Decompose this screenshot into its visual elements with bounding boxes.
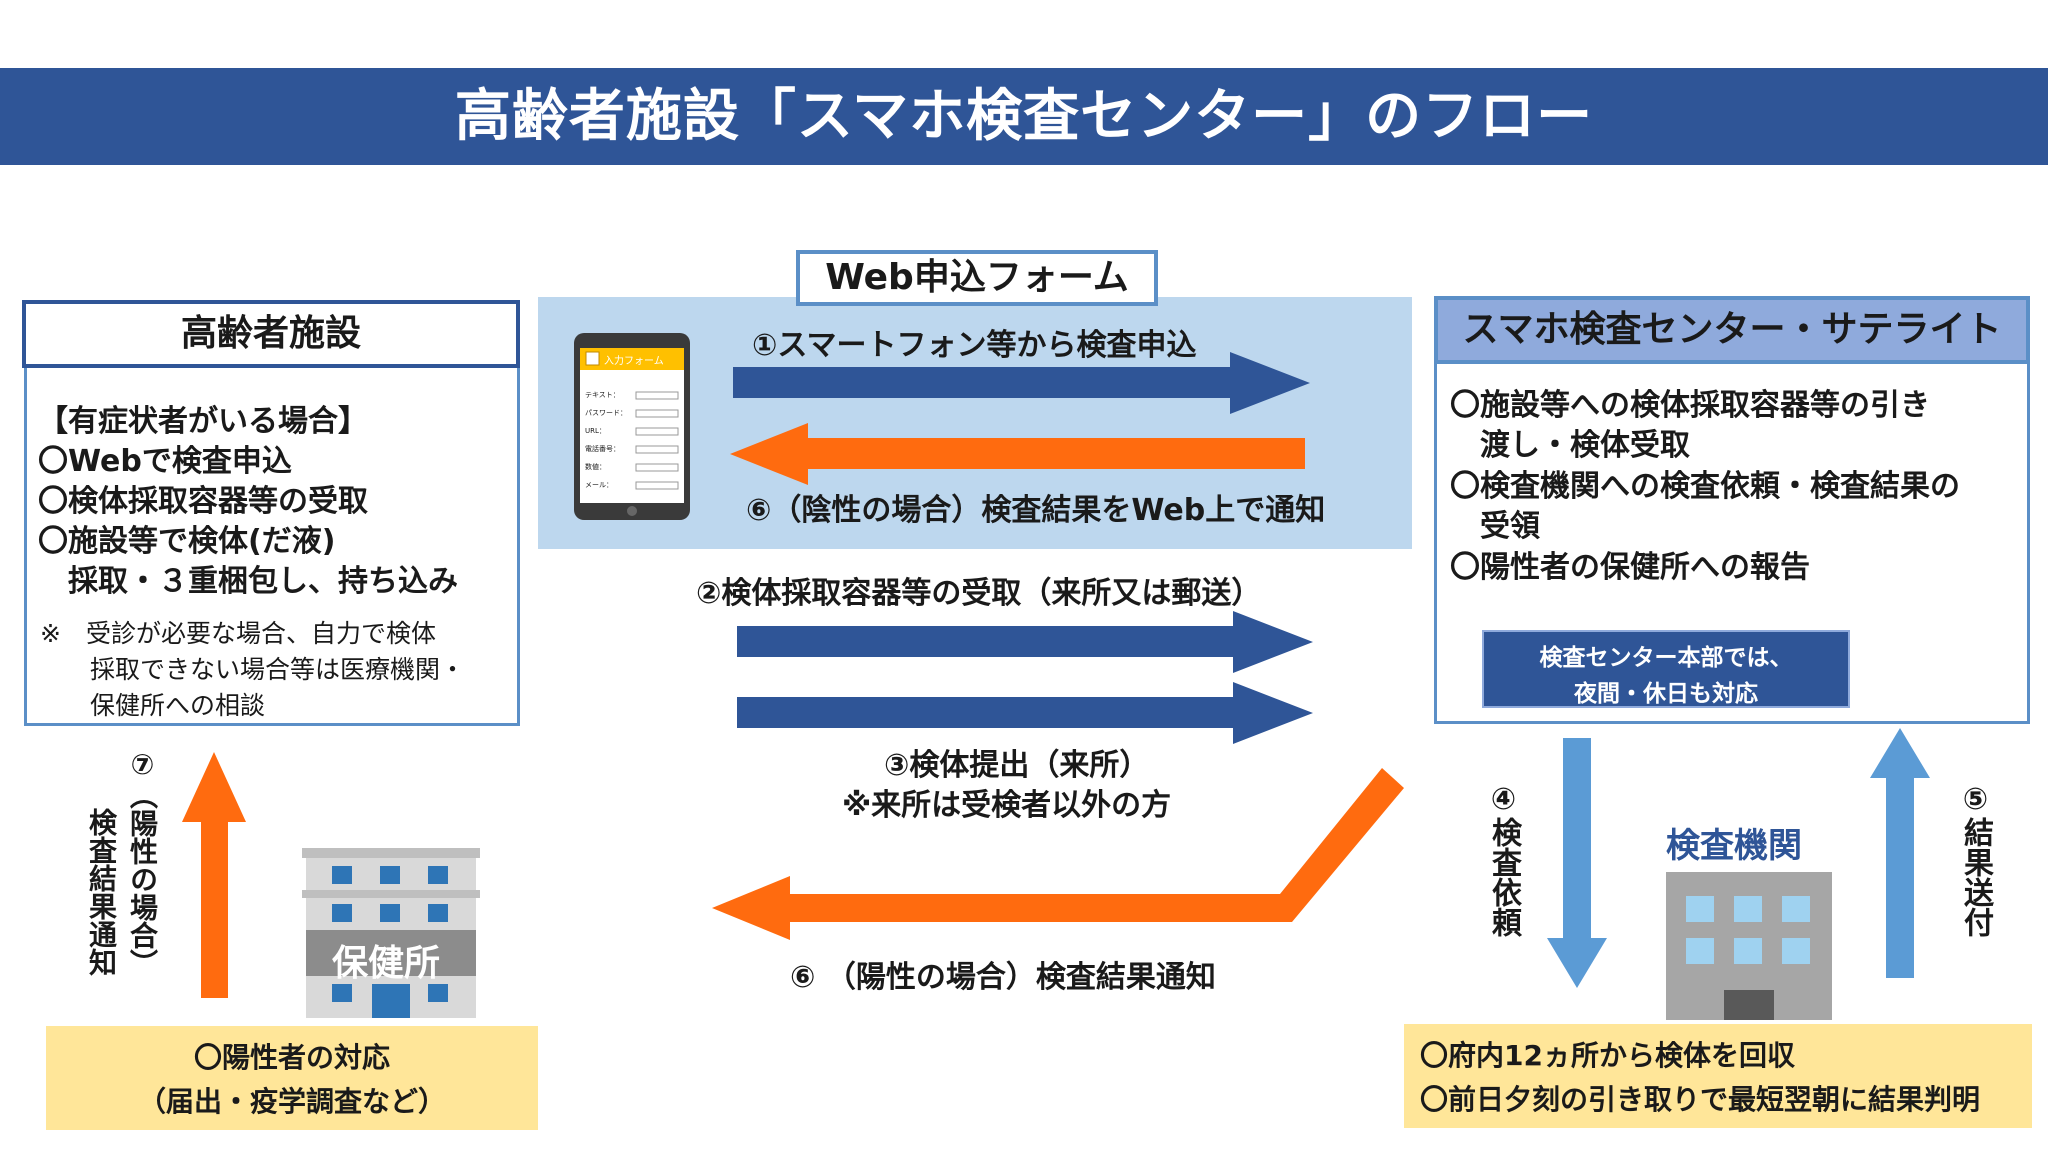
center-line-2: 渡し・検体受取	[1450, 428, 1690, 463]
phone-screen-header: 入力フォーム	[604, 356, 664, 367]
phone-icon	[574, 333, 690, 520]
phone-field-6: メール：	[585, 481, 613, 489]
health-center-sign: 保健所	[332, 943, 441, 984]
facility-line-5: 採取・３重梱包し、持ち込み	[38, 564, 458, 599]
label-step7-line2: 検査結果通知	[85, 808, 118, 976]
page-title: 高齢者施設「スマホ検査センター」のフロー	[0, 68, 2048, 165]
phone-field-5: 数値：	[585, 463, 606, 471]
facility-line-2: 〇Webで検査申込	[38, 444, 292, 479]
label-step4: ④検査依頼	[1486, 782, 1521, 937]
health-center-icon	[302, 848, 480, 1018]
web-form-label: Web申込フォーム	[796, 250, 1158, 306]
lab-box	[1404, 1024, 2032, 1128]
arrow-step6-positive	[712, 768, 1404, 940]
facility-note-1: ※ 受診が必要な場合、自力で検体	[40, 619, 436, 648]
label-step2: ②検体採取容器等の受取（来所又は郵送）	[696, 576, 1262, 611]
health-center-line-2: （届出・疫学調査など）	[137, 1085, 446, 1118]
facility-line-1: 【有症状者がいる場合】	[38, 404, 368, 439]
phone-field-1: テキスト：	[585, 391, 620, 399]
facility-line-4: 〇施設等で検体(だ液)	[38, 524, 336, 559]
lab-line-1: 〇府内12ヵ所から検体を回収	[1420, 1039, 1795, 1072]
label-step7-line1: ⑦（陽性の場合）	[126, 748, 159, 977]
health-center-line-1: 〇陽性者の対応	[193, 1041, 390, 1074]
phone-field-2: パスワード：	[585, 409, 627, 417]
center-line-3: 〇検査機関への検査依頼・検査結果の	[1450, 469, 1960, 504]
facility-note-2: 採取できない場合等は医療機関・	[40, 655, 466, 684]
arrow-step3	[737, 682, 1313, 744]
lab-building-icon	[1666, 872, 1832, 1020]
label-step6-negative: ⑥（陰性の場合）検査結果をWeb上で通知	[746, 493, 1326, 528]
arrow-step1	[733, 352, 1310, 414]
facility-heading: 高齢者施設	[22, 300, 520, 368]
center-badge: 検査センター本部では、 夜間・休日も対応	[1482, 630, 1850, 708]
label-step3-line1: ③検体提出（来所）	[884, 748, 1150, 783]
arrow-step4	[1547, 738, 1607, 988]
label-step1: ①スマートフォン等から検査申込	[752, 328, 1197, 363]
label-step5: ⑤結果送付	[1958, 782, 1993, 937]
health-center-box	[46, 1026, 538, 1130]
lab-line-2: 〇前日夕刻の引き取りで最短翌朝に結果判明	[1420, 1083, 1981, 1116]
center-line-4: 受領	[1450, 509, 1540, 544]
center-badge-line-1: 検査センター本部では、	[1539, 645, 1793, 671]
arrow-step2	[737, 611, 1313, 673]
lab-label: 検査機関	[1666, 826, 1802, 866]
label-step3-line2: ※来所は受検者以外の方	[842, 788, 1172, 823]
phone-field-4: 電話番号：	[585, 445, 620, 453]
center-line-5: 〇陽性者の保健所への報告	[1450, 550, 1810, 585]
center-heading: スマホ検査センター・サテライト	[1434, 296, 2030, 364]
facility-box	[24, 368, 520, 726]
arrow-step5	[1870, 728, 1930, 978]
facility-note-3: 保健所への相談	[40, 691, 266, 720]
phone-field-3: URL：	[585, 427, 606, 435]
center-badge-line-2: 夜間・休日も対応	[1574, 681, 1758, 707]
arrow-step6-negative	[730, 423, 1305, 485]
facility-line-3: 〇検体採取容器等の受取	[38, 484, 368, 519]
arrow-step7	[182, 752, 246, 998]
label-step6-positive: ⑥ （陽性の場合）検査結果通知	[790, 960, 1216, 995]
center-line-1: 〇施設等への検体採取容器等の引き	[1450, 388, 1930, 423]
